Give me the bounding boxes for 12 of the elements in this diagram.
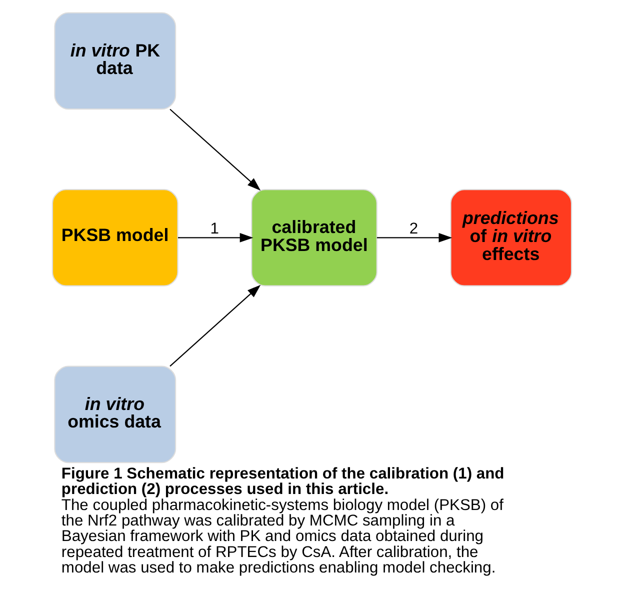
node-box: in vitro omics data bbox=[54, 366, 176, 464]
node-box: calibrated PKSB model bbox=[251, 189, 378, 286]
arrow bbox=[178, 233, 254, 242]
node-box: PKSB model bbox=[52, 189, 178, 286]
caption: Figure 1 Schematic representation of the calibration (1) and prediction (2) processes used in this article. The coupled pharmacokinetic-systems biology model (PKSB) of the Nrf2 pathway was calibrated by MCMC sampling in a Bayesian framework with PK and omics data obtained during repeated treatment of RPTECs by CsA. After calibration, the model was used to make predictions enabling model checking. bbox=[61, 465, 504, 576]
node-box: in vitro PK data bbox=[54, 12, 176, 110]
edge-label: 2 bbox=[409, 220, 418, 238]
arrow bbox=[170, 284, 261, 367]
arrow bbox=[376, 233, 452, 242]
node-box: predictions of in vitro effects bbox=[450, 189, 572, 286]
arrow bbox=[170, 108, 261, 191]
edge-label: 1 bbox=[210, 220, 219, 238]
